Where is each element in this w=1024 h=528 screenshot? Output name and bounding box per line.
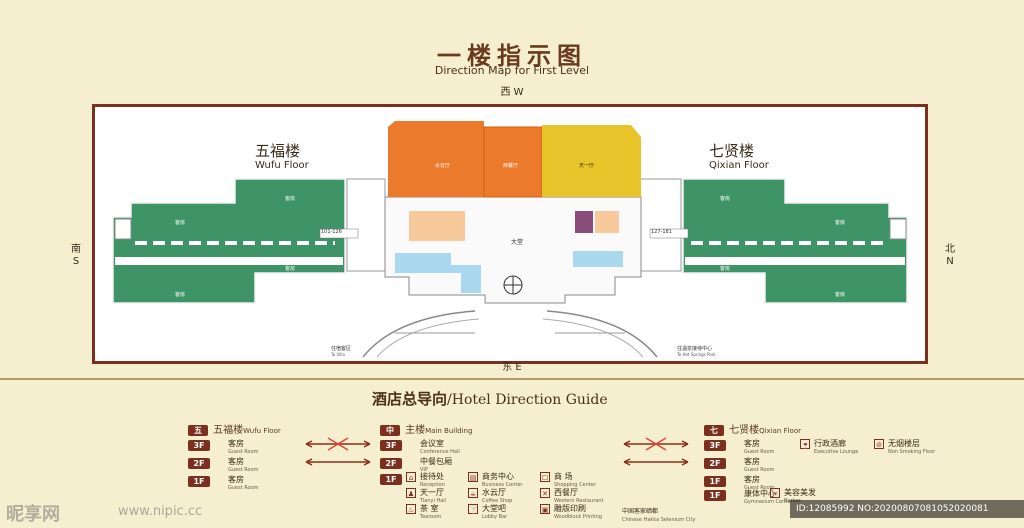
shopping-icon: ☐: [540, 472, 550, 482]
floor-badge: 1F: [188, 476, 210, 487]
room-range-right: 127-181: [651, 229, 672, 235]
tearoom-icon: ♨: [406, 504, 416, 514]
room-reception: [395, 253, 481, 293]
label-hall: 大堂: [511, 239, 524, 246]
room-tianyi: [542, 125, 641, 197]
guest-room-label: 客房: [285, 266, 296, 272]
wufu-header: 五 五福楼Wufu Floor: [188, 418, 281, 437]
main-header: 中 主楼Main Building: [380, 418, 472, 437]
western-restaurant-icon: ✕: [540, 488, 550, 498]
room-range-left: 101-126: [321, 229, 342, 235]
printing-icon: ▣: [540, 504, 550, 514]
parking-left-en: To Villa: [331, 352, 345, 357]
label-restaurant-2: 西餐厅: [503, 163, 519, 169]
page-title: 一楼指示图: [437, 41, 587, 70]
guest-room-label: 客房: [175, 220, 186, 226]
floor-badge: 3F: [188, 440, 210, 451]
qixian-name-en: Qixian Floor: [709, 160, 769, 171]
floor-badge: 1F: [704, 490, 726, 501]
parking-right-zh: 往温泉接待中心: [677, 346, 713, 352]
page-subtitle: Direction Map for First Level: [434, 64, 590, 77]
floor-plan-drawing: [112, 121, 908, 358]
parking-right-en: To Hot Springs Park: [677, 352, 716, 357]
watermark-url: www.nipic.cc: [118, 504, 203, 519]
hall-icon: ♟: [406, 488, 416, 498]
watermark-id: ID:12085992 NO:20200807081052020081: [790, 500, 1024, 518]
label-restaurant-1: 水云厅: [435, 163, 451, 169]
guest-room-label: 客房: [720, 196, 731, 202]
floor-badge: 2F: [704, 458, 726, 469]
lobby-bar-icon: 🍸: [468, 504, 478, 514]
watermark-logo: 昵享网: [6, 504, 60, 525]
guest-room-label: 客房: [720, 266, 731, 272]
guest-room-label: 客房: [835, 220, 846, 226]
floor-badge: 2F: [380, 458, 402, 469]
qixian-header: 七 七贤楼Qixian Floor: [704, 418, 801, 437]
floor-badge: 1F: [380, 474, 402, 485]
no-smoking-icon: ⊘: [874, 439, 884, 449]
floor-badge: 1F: [704, 476, 726, 487]
wufu-name-en: Wufu Floor: [255, 160, 309, 171]
left-stair-block: [346, 178, 386, 272]
section-divider: [0, 378, 1024, 380]
room-shuiyun: [388, 127, 484, 197]
right-stair-block: [638, 178, 682, 272]
qixian-name-zh: 七贤楼: [709, 142, 755, 160]
room-tea: [409, 211, 465, 241]
barber-icon: ✂: [770, 488, 780, 498]
guest-room-label: 客房: [175, 292, 186, 298]
guest-room-label: 客房: [835, 292, 846, 298]
business-icon: ▤: [468, 472, 478, 482]
qixian-wing: [682, 178, 908, 304]
guest-room-label: 客房: [285, 196, 296, 202]
floor-badge: 2F: [188, 458, 210, 469]
direction-west: 西 W: [500, 87, 524, 98]
guide-arrows-right: [623, 437, 689, 466]
wufu-name-zh: 五福楼: [255, 142, 301, 160]
floor-badge: 3F: [704, 440, 726, 451]
guide-arrows-left: [305, 437, 371, 466]
floor-badge: 3F: [380, 440, 402, 451]
label-restaurant-3: 天一厅: [579, 163, 595, 169]
parking-left-zh: 住宿客区: [331, 346, 352, 352]
floor-plan: 五福楼 Wufu Floor 七贤楼 Qixian Floor 101-126 …: [92, 104, 928, 364]
coffee-icon: ☕: [468, 488, 478, 498]
guide-title: 酒店总导向/Hotel Direction Guide: [372, 390, 608, 408]
lounge-icon: 🍷: [800, 439, 810, 449]
reception-icon: ⌂: [406, 472, 416, 482]
direction-east: 东 E: [502, 362, 522, 373]
